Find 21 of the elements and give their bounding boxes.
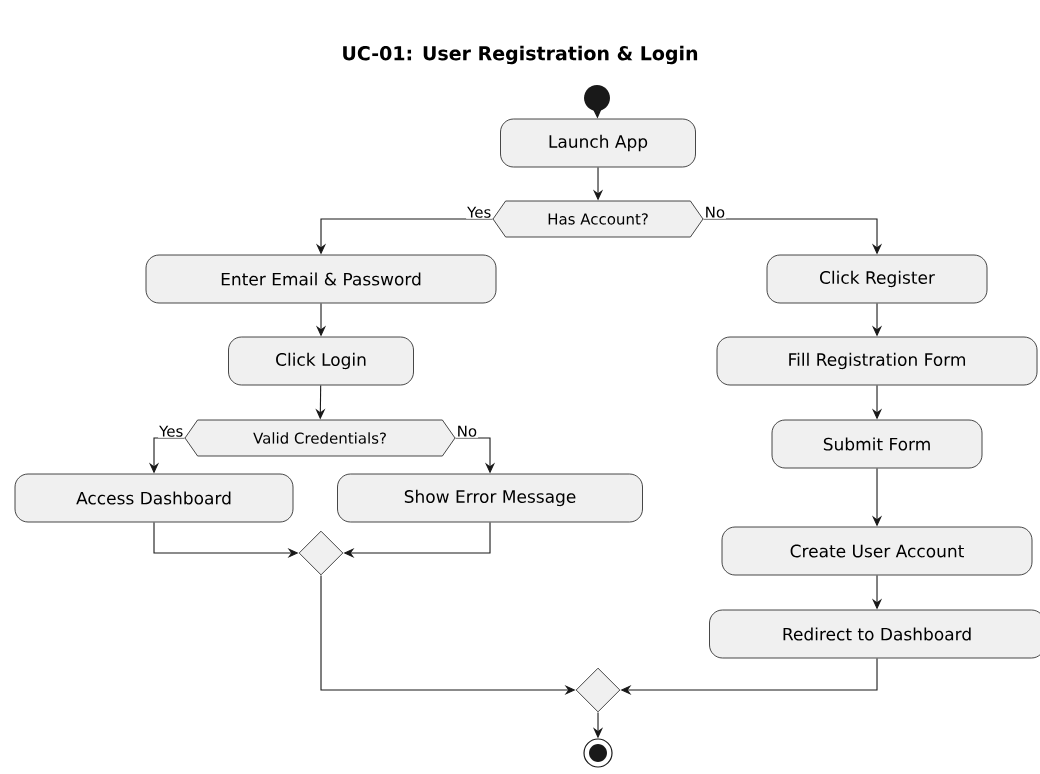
action-box: Enter Email & Password xyxy=(145,254,497,304)
action-box: Show Error Message xyxy=(337,473,643,523)
end-dot xyxy=(583,738,613,768)
edge-label: No xyxy=(703,205,727,219)
merge-diamond xyxy=(298,530,344,576)
start-dot xyxy=(584,85,610,111)
title: UC-01: User Registration & Login xyxy=(343,45,698,65)
edge-label: No xyxy=(455,424,479,438)
action-box: Fill Registration Form xyxy=(716,336,1038,386)
action-box: Create User Account xyxy=(721,526,1033,576)
action-box: Launch App xyxy=(500,118,696,168)
action-box: Click Register xyxy=(766,254,988,304)
action-box: Redirect to Dashboard xyxy=(709,609,1040,659)
edge-label: Yes xyxy=(158,424,185,438)
decision-hexagon: Valid Credentials? xyxy=(184,419,456,457)
action-box: Submit Form xyxy=(771,419,983,469)
action-box: Click Login xyxy=(228,336,414,386)
decision-hexagon: Has Account? xyxy=(492,200,704,238)
merge-diamond xyxy=(575,667,621,713)
edge-label: Yes xyxy=(466,205,493,219)
action-box: Access Dashboard xyxy=(14,473,294,523)
